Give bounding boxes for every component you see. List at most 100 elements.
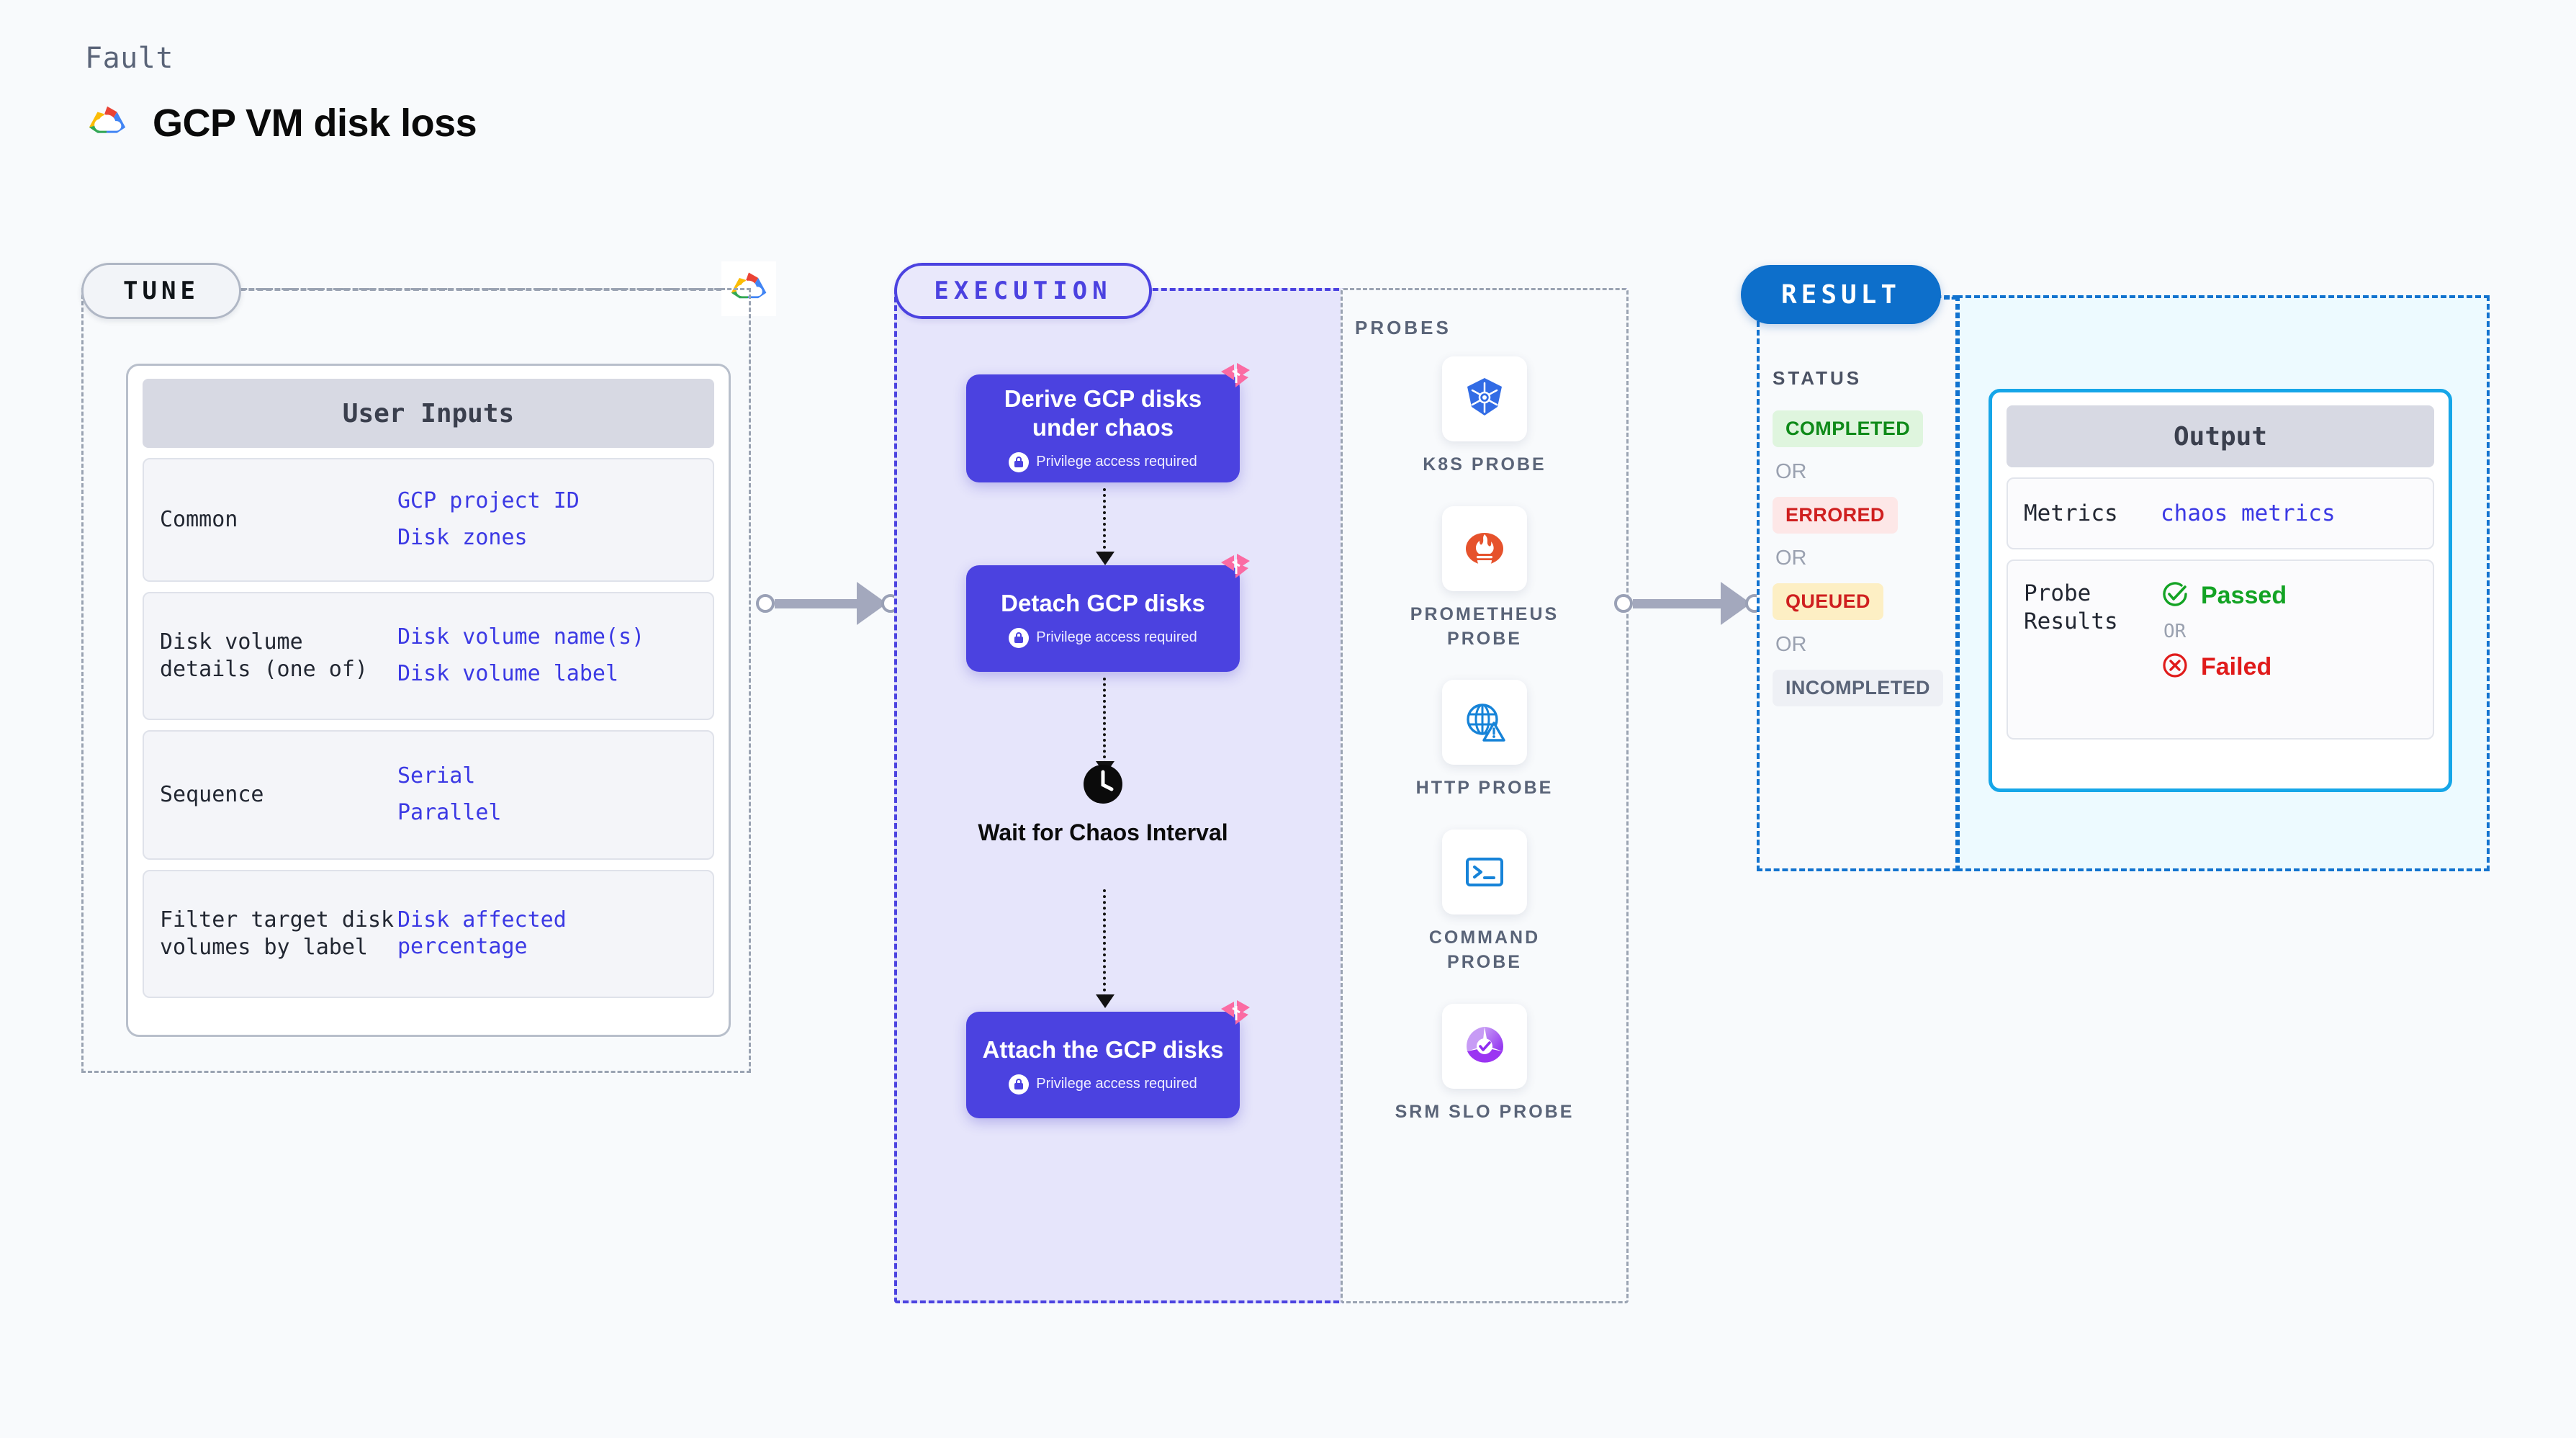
probe-result-passed-text: Passed bbox=[2201, 582, 2287, 609]
connector-execution-to-result bbox=[1614, 582, 1764, 625]
user-inputs-title: User Inputs bbox=[143, 379, 714, 448]
input-value[interactable]: Parallel bbox=[397, 800, 502, 825]
or-separator: OR bbox=[1775, 547, 1807, 570]
probe-result-failed-text: Failed bbox=[2201, 653, 2272, 680]
privilege-note: Privilege access required bbox=[1009, 451, 1197, 472]
flow-arrowhead bbox=[1096, 994, 1114, 1008]
metrics-label: Metrics bbox=[2024, 500, 2118, 526]
node-title: Derive GCP disks under chaos bbox=[1004, 385, 1202, 441]
probe-results-label: Probe Results bbox=[2024, 580, 2118, 634]
output-card: Output Metrics chaos metrics Probe Resul… bbox=[1989, 389, 2452, 792]
check-circle-icon bbox=[2161, 580, 2189, 612]
gcp-cloud-logo-icon bbox=[85, 104, 130, 142]
connector-start-dot bbox=[1614, 594, 1633, 613]
or-separator: OR bbox=[1775, 460, 1807, 483]
input-value[interactable]: GCP project ID bbox=[397, 488, 580, 514]
page-title: GCP VM disk loss bbox=[153, 102, 477, 145]
privilege-note: Privilege access required bbox=[1009, 627, 1197, 648]
probe-result-passed: Passed bbox=[2161, 580, 2287, 612]
user-inputs-card: User Inputs Common GCP project ID Disk z… bbox=[126, 364, 731, 1037]
input-value[interactable]: Serial bbox=[397, 763, 476, 789]
kubernetes-icon bbox=[1442, 356, 1527, 441]
table-row: Filter target disk volumes by label Disk… bbox=[143, 870, 714, 998]
stage-badge-result[interactable]: RESULT bbox=[1741, 265, 1941, 324]
status-badge-errored: ERRORED bbox=[1773, 497, 1898, 534]
terminal-icon bbox=[1442, 830, 1527, 915]
input-value[interactable]: Disk volume name(s) bbox=[397, 624, 645, 650]
status-badge-incompleted: INCOMPLETED bbox=[1773, 670, 1943, 706]
execution-node-detach-disks[interactable]: Detach GCP disks Privilege access requir… bbox=[966, 554, 1250, 672]
execution-flow: Derive GCP disks under chaos Privilege a… bbox=[894, 288, 1348, 1303]
tune-section-border bbox=[81, 288, 751, 1073]
connector-tune-to-execution bbox=[756, 582, 900, 625]
probe-item-k8s[interactable]: K8S PROBE bbox=[1377, 356, 1593, 477]
probe-results-values: Passed OR Failed bbox=[2161, 580, 2287, 683]
connector-bar bbox=[775, 598, 857, 608]
prometheus-icon bbox=[1442, 505, 1527, 591]
output-title: Output bbox=[2007, 405, 2434, 467]
input-group-label: Sequence bbox=[160, 781, 264, 807]
status-list: COMPLETED OR ERRORED OR QUEUED OR INCOMP… bbox=[1773, 410, 1943, 706]
table-row: Probe Results Passed OR bbox=[2007, 560, 2434, 740]
status-badge-queued: QUEUED bbox=[1773, 583, 1883, 620]
probe-item-prometheus[interactable]: PROMETHEUS PROBE bbox=[1377, 505, 1593, 652]
probe-label: PROMETHEUS PROBE bbox=[1410, 603, 1559, 649]
probe-label: K8S PROBE bbox=[1423, 454, 1546, 475]
litmus-chaos-badge-icon bbox=[1218, 549, 1253, 588]
connector-start-dot bbox=[756, 594, 775, 613]
wait-label: Wait for Chaos Interval bbox=[978, 819, 1228, 845]
probe-item-http[interactable]: HTTP PROBE bbox=[1377, 680, 1593, 801]
table-row: Sequence Serial Parallel bbox=[143, 730, 714, 860]
stage-badge-tune[interactable]: TUNE bbox=[81, 263, 241, 319]
node-title: Detach GCP disks bbox=[1001, 590, 1205, 617]
probes-section bbox=[1341, 288, 1629, 1303]
input-group-label: Disk volume details (one of) bbox=[160, 629, 368, 682]
probes-section-border bbox=[1341, 288, 1629, 1303]
flow-arrowhead bbox=[1096, 552, 1114, 565]
metrics-value[interactable]: chaos metrics bbox=[2161, 500, 2336, 526]
table-row: Disk volume details (one of) Disk volume… bbox=[143, 592, 714, 720]
status-title: STATUS bbox=[1773, 367, 1863, 389]
input-group-label: Filter target disk volumes by label bbox=[160, 907, 395, 960]
lock-icon bbox=[1009, 627, 1030, 648]
clock-icon bbox=[1082, 763, 1124, 809]
table-row: Common GCP project ID Disk zones bbox=[143, 458, 714, 582]
input-group-values: Disk affected percentage bbox=[397, 907, 697, 960]
probe-label: HTTP PROBE bbox=[1415, 778, 1554, 799]
input-value[interactable]: Disk zones bbox=[397, 525, 528, 550]
lock-icon bbox=[1009, 1074, 1030, 1095]
input-group-values: GCP project ID Disk zones bbox=[397, 488, 580, 551]
privilege-note-text: Privilege access required bbox=[1036, 1076, 1197, 1092]
x-circle-icon bbox=[2161, 651, 2189, 683]
litmus-chaos-badge-icon bbox=[1218, 996, 1253, 1034]
execution-node-attach-disks[interactable]: Attach the GCP disks Privilege access re… bbox=[966, 1000, 1250, 1118]
probe-label: SRM SLO PROBE bbox=[1395, 1101, 1575, 1122]
or-separator: OR bbox=[1775, 633, 1807, 656]
input-group-values: Serial Parallel bbox=[397, 763, 502, 826]
probe-label: COMMAND PROBE bbox=[1428, 927, 1541, 972]
probe-item-command[interactable]: COMMAND PROBE bbox=[1377, 830, 1593, 975]
privilege-note-text: Privilege access required bbox=[1036, 629, 1197, 646]
stage-badge-execution[interactable]: EXECUTION bbox=[894, 263, 1152, 319]
probe-item-srm-slo[interactable]: SRM SLO PROBE bbox=[1377, 1003, 1593, 1125]
privilege-note-text: Privilege access required bbox=[1036, 454, 1197, 470]
connector-bar bbox=[1633, 598, 1721, 608]
input-value[interactable]: Disk volume label bbox=[397, 661, 619, 686]
page-eyebrow: Fault bbox=[85, 42, 174, 75]
srm-slo-icon bbox=[1442, 1003, 1527, 1089]
probes-title: PROBES bbox=[1355, 317, 1451, 338]
or-separator: OR bbox=[2163, 621, 2187, 642]
execution-node-derive-disks[interactable]: Derive GCP disks under chaos Privilege a… bbox=[966, 363, 1250, 482]
litmus-chaos-badge-icon bbox=[1218, 359, 1253, 397]
input-value[interactable]: Disk affected percentage bbox=[397, 907, 567, 959]
execution-node-wait-interval: Wait for Chaos Interval bbox=[966, 763, 1240, 846]
privilege-note: Privilege access required bbox=[1009, 1074, 1197, 1095]
input-group-label: Common bbox=[160, 506, 238, 532]
status-badge-completed: COMPLETED bbox=[1773, 410, 1924, 447]
flow-connector bbox=[1103, 678, 1106, 764]
table-row: Metrics chaos metrics bbox=[2007, 477, 2434, 549]
probes-list: K8S PROBE PROMETHEUS PROBE bbox=[1341, 356, 1629, 1124]
input-group-values: Disk volume name(s) Disk volume label bbox=[397, 624, 644, 687]
lock-icon bbox=[1009, 451, 1030, 472]
